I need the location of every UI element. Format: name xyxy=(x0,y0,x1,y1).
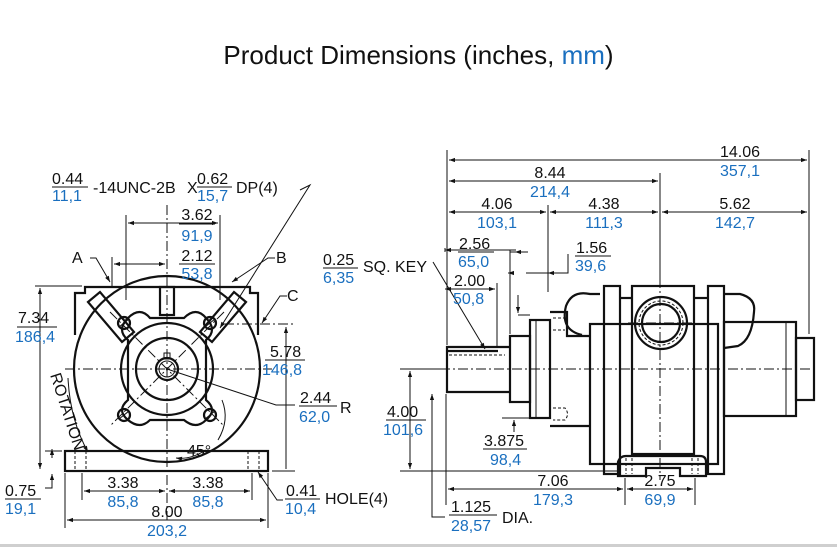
dim-8-44-mm: 214,4 xyxy=(530,184,570,201)
dim-0-25-mm: 6,35 xyxy=(323,270,354,287)
dim-2-00-mm: 50,8 xyxy=(453,291,484,308)
dim-3-38-right-mm: 85,8 xyxy=(192,494,223,511)
bolt-holes xyxy=(116,315,218,423)
dim-3-875-mm: 98,4 xyxy=(490,452,521,469)
dim-7-06-in: 7.06 xyxy=(537,473,568,490)
dim-4-38-in: 4.38 xyxy=(588,196,619,213)
title-unit-mm: mm xyxy=(561,40,605,70)
front-view-labels: 0.44 11,1 -14UNC-2B X 0.62 15,7 DP(4) 3.… xyxy=(5,171,388,540)
dim-0-25-in: 0.25 xyxy=(323,252,354,269)
thread-depth-mm: 15,7 xyxy=(197,188,228,205)
dim-2-56-mm: 65,0 xyxy=(458,254,489,271)
dim-4-00-mm: 101,6 xyxy=(383,422,423,439)
label-c: C xyxy=(287,288,299,305)
dim-1-56-in: 1.56 xyxy=(576,240,607,257)
thread-dia-in: 0.44 xyxy=(52,171,83,188)
dim-7-34-in: 7.34 xyxy=(18,310,49,327)
dim-4-38-mm: 111,3 xyxy=(585,215,623,232)
dim-3-62-in: 3.62 xyxy=(181,207,212,224)
dim-4-06-mm: 103,1 xyxy=(477,215,517,232)
dim-4-00-in: 4.00 xyxy=(387,404,418,421)
dim-3-38-left-in: 3.38 xyxy=(107,475,138,492)
dim-2-56-in: 2.56 xyxy=(459,236,490,253)
dim-5-62-mm: 142,7 xyxy=(715,215,755,232)
dim-2-12-mm: 53,8 xyxy=(181,266,212,283)
dim-2-00-in: 2.00 xyxy=(454,273,485,290)
dim-14-06-in: 14.06 xyxy=(720,144,760,161)
dim-8-00-in: 8.00 xyxy=(151,504,182,521)
dim-2-75-mm: 69,9 xyxy=(644,492,675,509)
dim-5-62-in: 5.62 xyxy=(719,196,750,213)
thread-spec: -14UNC-2B xyxy=(93,180,176,197)
dim-4-06-in: 4.06 xyxy=(481,196,512,213)
dim-2-44-in: 2.44 xyxy=(300,390,331,407)
thread-dia-mm: 11,1 xyxy=(52,188,82,205)
dim-0-75-mm: 19,1 xyxy=(5,501,36,518)
side-view-labels: 14.06 357,1 8.44 214,4 4.06 103,1 4.38 1… xyxy=(323,144,762,535)
dim-7-06-mm: 179,3 xyxy=(533,492,573,509)
dim-3-62-mm: 91,9 xyxy=(181,228,212,245)
dia-suffix: DIA. xyxy=(502,510,533,527)
footer-divider xyxy=(0,544,837,547)
dim-2-12-in: 2.12 xyxy=(181,248,212,265)
dim-0-41-mm: 10,4 xyxy=(285,501,316,518)
dim-1-125-mm: 28,57 xyxy=(451,518,491,535)
label-b: B xyxy=(276,250,287,267)
thread-depth-in: 0.62 xyxy=(197,171,228,188)
dim-2-44-mm: 62,0 xyxy=(299,409,330,426)
title-main: Product Dimensions (inches, xyxy=(223,40,562,70)
dim-8-00-mm: 203,2 xyxy=(147,523,187,540)
dim-2-44-suffix: R xyxy=(340,400,352,417)
dim-3-38-right-in: 3.38 xyxy=(192,475,223,492)
dim-1-56-mm: 39,6 xyxy=(575,258,606,275)
dim-5-78-mm: 146,8 xyxy=(262,362,302,379)
dim-1-125-in: 1.125 xyxy=(451,499,491,516)
dim-0-41-in: 0.41 xyxy=(286,483,317,500)
dim-7-34-mm: 186,4 xyxy=(15,329,55,346)
front-view xyxy=(35,183,312,528)
title-close: ) xyxy=(604,40,614,70)
dim-8-44-in: 8.44 xyxy=(534,165,565,182)
angle-label: 45° xyxy=(187,443,211,460)
key-suffix: SQ. KEY xyxy=(363,259,427,276)
thread-x: X xyxy=(187,180,198,197)
page-title: Product Dimensions (inches, mm) xyxy=(0,40,837,71)
dim-0-75-in: 0.75 xyxy=(5,483,36,500)
dim-5-78-in: 5.78 xyxy=(270,344,301,361)
dim-3-875-in: 3.875 xyxy=(484,433,524,450)
dim-2-75-in: 2.75 xyxy=(644,473,675,490)
hole-suffix: HOLE(4) xyxy=(325,491,388,508)
dim-3-38-left-mm: 85,8 xyxy=(107,494,138,511)
thread-suffix: DP(4) xyxy=(236,180,278,197)
label-a: A xyxy=(72,250,83,267)
rotation-label: ROTATION xyxy=(46,371,87,453)
dim-14-06-mm: 357,1 xyxy=(720,163,760,180)
